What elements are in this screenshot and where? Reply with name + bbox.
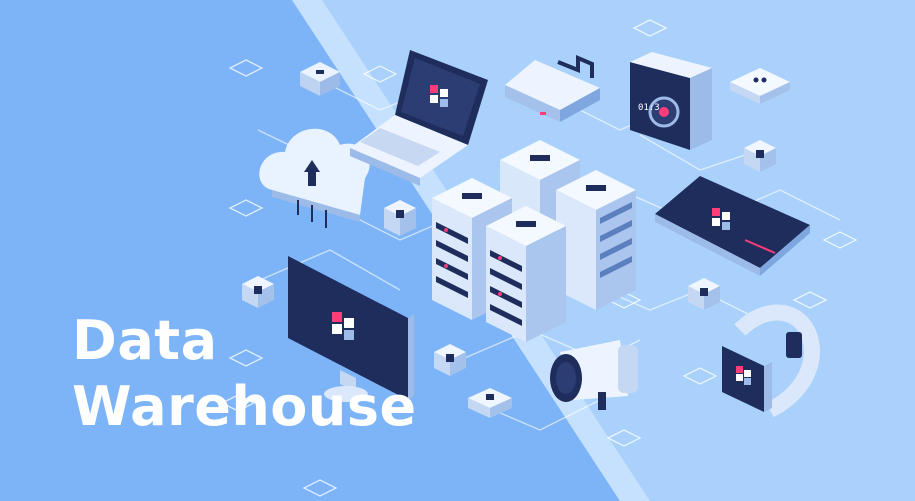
laptop-icon bbox=[350, 50, 488, 186]
tablet-icon bbox=[655, 176, 810, 276]
node-cube-7 bbox=[468, 388, 512, 418]
floor-tiles bbox=[220, 19, 858, 497]
node-cube-3 bbox=[242, 276, 274, 308]
hard-drive-icon bbox=[505, 54, 600, 122]
node-cube-8 bbox=[730, 68, 790, 104]
server-rack-right bbox=[556, 170, 636, 310]
server-rack-front bbox=[486, 206, 566, 342]
camera-display: 01:3 bbox=[638, 103, 660, 113]
node-cube-6 bbox=[688, 278, 720, 310]
node-cube-5 bbox=[744, 140, 776, 172]
title-line-2: Warehouse bbox=[72, 375, 417, 438]
node-cube-2 bbox=[384, 200, 416, 236]
title-line-1: Data bbox=[72, 309, 218, 372]
camera-icon: 01:3 bbox=[630, 52, 712, 150]
smartwatch-icon bbox=[722, 304, 821, 418]
megaphone-icon bbox=[550, 340, 638, 410]
monitor-icon bbox=[288, 256, 414, 402]
page-title: Data Warehouse bbox=[72, 308, 417, 440]
node-cube-4 bbox=[434, 344, 466, 376]
cloud-icon bbox=[259, 128, 370, 228]
node-cube-1 bbox=[300, 62, 340, 96]
